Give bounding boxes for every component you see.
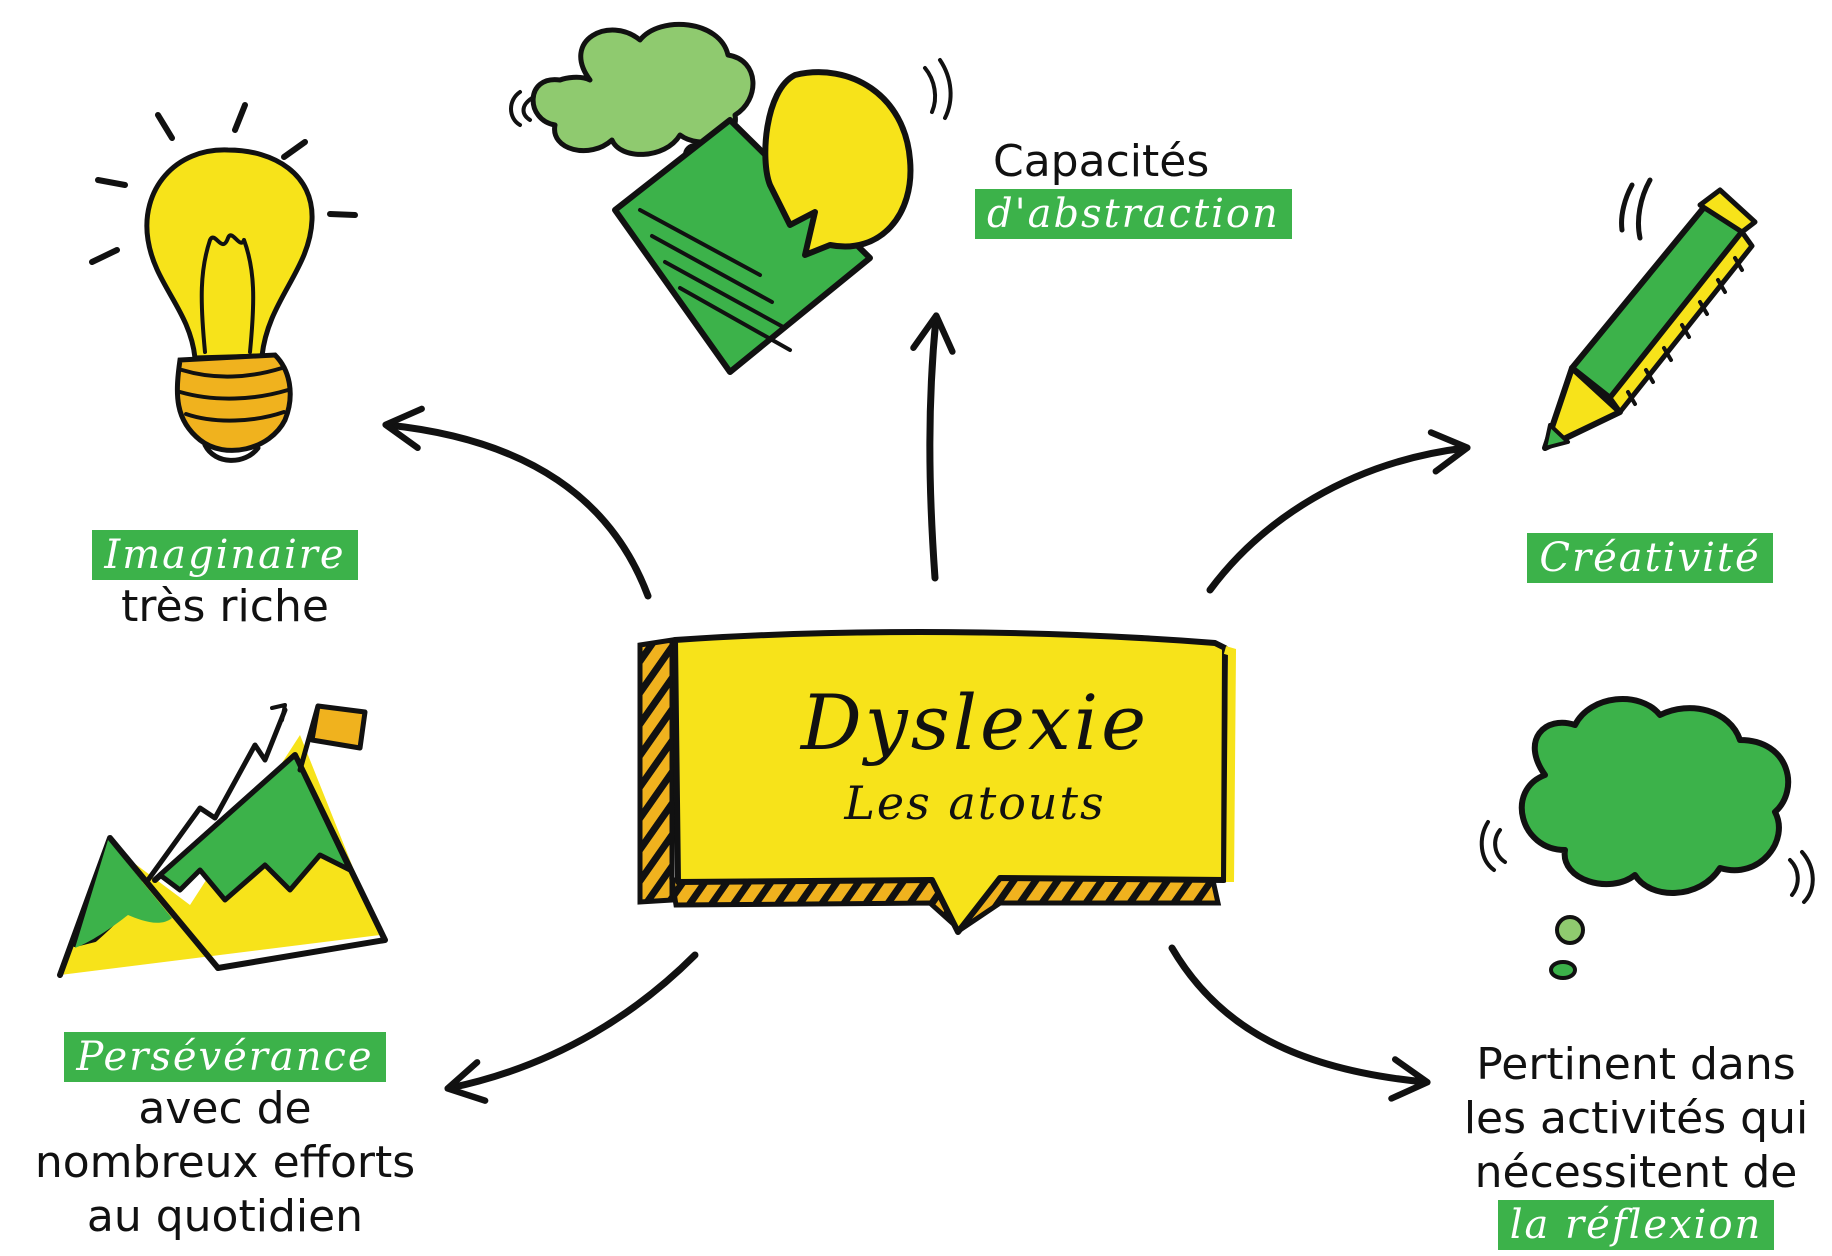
arrow-to-creativite xyxy=(1206,429,1471,594)
arrow-to-imaginaire xyxy=(382,405,652,600)
creativite-tag: Créativité xyxy=(1527,533,1773,583)
label-imaginaire: Imaginaire très riche xyxy=(70,530,380,634)
center-subtitle: Les atouts xyxy=(844,776,1106,830)
thought-cloud-icon xyxy=(1479,696,1815,980)
pencil-icon xyxy=(1542,177,1758,451)
lightbulb-icon xyxy=(89,102,358,463)
label-abstraction: Capacités d'abstraction xyxy=(975,135,1295,239)
abstraction-tag: d'abstraction xyxy=(975,189,1292,239)
perseverance-tag: Persévérance xyxy=(64,1032,386,1082)
arrow-to-perseverance xyxy=(444,951,699,1104)
perseverance-line-3: au quotidien xyxy=(86,1191,364,1242)
abstraction-text: Capacités xyxy=(993,136,1210,187)
center-title: Dyslexie xyxy=(800,678,1150,767)
thought-speech-paper-icon xyxy=(509,21,953,375)
central-speech-box xyxy=(637,629,1237,935)
reflexion-line-1: Pertinent dans xyxy=(1476,1039,1796,1090)
mountain-flag-icon xyxy=(57,703,388,978)
perseverance-line-1: avec de xyxy=(138,1083,312,1134)
label-reflexion: Pertinent dans les activités qui nécessi… xyxy=(1440,1038,1832,1250)
label-perseverance: Persévérance avec de nombreux efforts au… xyxy=(10,1032,440,1244)
arrows xyxy=(382,312,1471,1104)
perseverance-line-2: nombreux efforts xyxy=(34,1137,416,1188)
imaginaire-tag: Imaginaire xyxy=(92,530,358,580)
reflexion-line-3: nécessitent de xyxy=(1474,1147,1798,1198)
reflexion-tag: la réflexion xyxy=(1497,1200,1775,1250)
imaginaire-text: très riche xyxy=(121,581,329,632)
arrow-to-reflexion xyxy=(1168,944,1431,1102)
label-creativite: Créativité xyxy=(1500,533,1800,583)
reflexion-line-2: les activités qui xyxy=(1463,1093,1809,1144)
arrow-to-abstraction xyxy=(910,312,956,582)
